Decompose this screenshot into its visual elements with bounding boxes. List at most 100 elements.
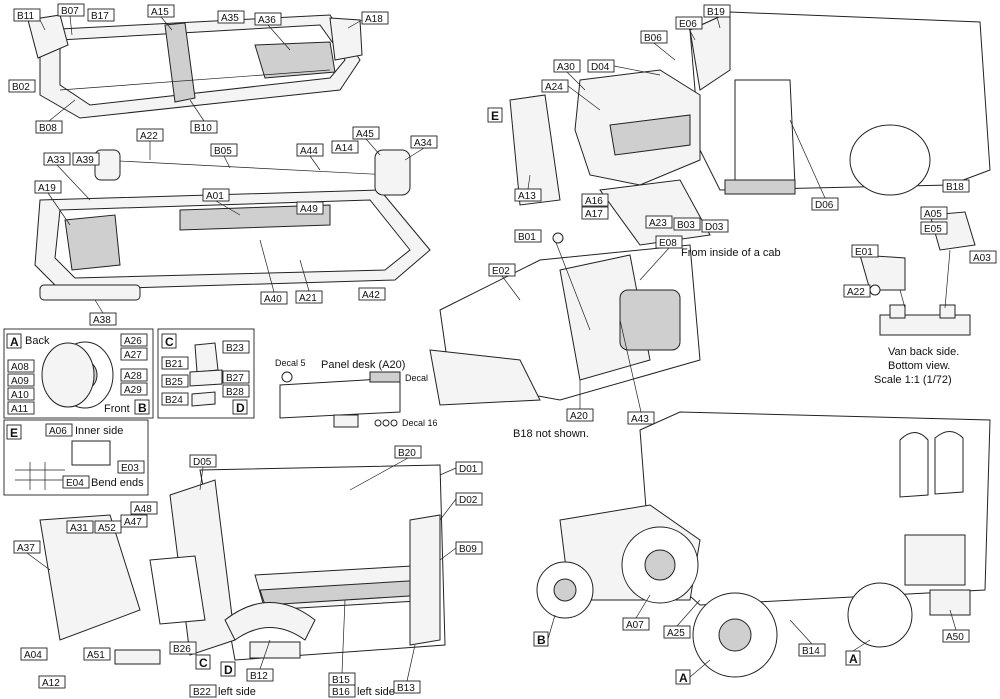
label-a38: A38 — [93, 315, 111, 326]
label-e02: E02 — [492, 266, 510, 277]
label-e01: E01 — [855, 247, 873, 258]
final-vehicle-drawing — [536, 411, 991, 678]
label-a21: A21 — [299, 293, 317, 304]
label-b11: B11 — [17, 11, 34, 22]
label-b15: B15 — [332, 675, 350, 686]
label-a22-van: A22 — [847, 287, 865, 298]
bend-ends-label: Bend ends — [91, 477, 144, 489]
label-d02: D02 — [459, 495, 478, 506]
van-back-labels: A05 E05 E01 A22 A03 Van back side. Botto… — [843, 206, 997, 386]
body-step-c: C — [199, 656, 208, 670]
decal-label: Decal — [405, 373, 428, 383]
label-a29: A29 — [124, 385, 142, 396]
label-a35: A35 — [221, 13, 239, 24]
cab-step-e: E — [491, 109, 499, 123]
label-a01: A01 — [206, 191, 224, 202]
label-d03: D03 — [705, 222, 724, 233]
body-step-d: D — [224, 663, 233, 677]
label-a28: A28 — [124, 371, 142, 382]
label-b17: B17 — [91, 11, 109, 22]
label-a15: A15 — [151, 7, 169, 18]
label-a42: A42 — [362, 290, 380, 301]
cab-inside-note: From inside of a cab — [681, 247, 781, 259]
label-b13: B13 — [397, 683, 415, 694]
van-back-drawing — [859, 211, 976, 336]
label-a50: A50 — [946, 632, 964, 643]
label-b02: B02 — [12, 82, 30, 93]
label-a25: A25 — [667, 628, 685, 639]
label-d06: D06 — [815, 200, 834, 211]
label-a36: A36 — [258, 15, 276, 26]
interior-labels: B01 E08 E02 A20 A43 From inside of a cab… — [488, 229, 781, 440]
label-a40: A40 — [264, 294, 282, 305]
label-a49: A49 — [300, 204, 318, 215]
panel-desk-drawing: Panel desk (A20) Decal 5 Decal Decal 16 — [275, 358, 438, 428]
label-a03: A03 — [973, 253, 991, 264]
label-a47: A47 — [124, 517, 142, 528]
label-e08: E08 — [659, 238, 677, 249]
inner-side-label: Inner side — [75, 425, 123, 437]
label-d01: D01 — [459, 464, 478, 475]
cab-labels: B19 E06 B06 D04 A30 A24 A13 A16 A17 A23 … — [487, 4, 970, 233]
label-e06: E06 — [679, 19, 697, 30]
chassis-assembly-drawing — [34, 149, 431, 301]
label-a18: A18 — [365, 14, 383, 25]
label-b18: B18 — [946, 182, 964, 193]
label-d04: D04 — [591, 62, 610, 73]
label-a30: A30 — [557, 62, 575, 73]
label-b27: B27 — [226, 373, 244, 384]
label-b19: B19 — [707, 7, 725, 18]
label-b10: B10 — [194, 123, 212, 134]
wheel-front-label: Front — [104, 403, 130, 415]
b18-not-shown-note: B18 not shown. — [513, 428, 589, 440]
label-a20: A20 — [570, 411, 588, 422]
label-a13: A13 — [518, 191, 536, 202]
label-b14: B14 — [802, 646, 820, 657]
body-assembly-drawing — [39, 464, 446, 665]
label-a37: A37 — [17, 543, 35, 554]
label-e04: E04 — [66, 478, 84, 489]
label-a43: A43 — [631, 414, 649, 425]
label-a09: A09 — [11, 376, 29, 387]
b22-left-side: left side — [218, 686, 256, 698]
label-e03: E03 — [121, 463, 139, 474]
label-a22: A22 — [140, 131, 158, 142]
final-letter-a1: A — [679, 671, 688, 685]
label-a31: A31 — [70, 523, 88, 534]
van-note-1: Van back side. — [888, 346, 959, 358]
label-b21: B21 — [165, 359, 183, 370]
b16-left-side: left side — [357, 686, 395, 698]
label-a14: A14 — [335, 143, 353, 154]
chassis-labels: A22 B05 A44 A45 A34 A33 A39 A19 A14 A01 … — [34, 126, 438, 326]
label-a06: A06 — [49, 426, 67, 437]
box-letter-b: B — [138, 401, 147, 415]
final-letter-b: B — [537, 633, 546, 647]
label-b01: B01 — [518, 232, 536, 243]
label-a48: A48 — [134, 504, 152, 515]
label-b05: B05 — [214, 146, 232, 157]
label-b22: B22 — [193, 687, 211, 698]
label-a07: A07 — [626, 620, 644, 631]
label-b26: B26 — [173, 644, 191, 655]
label-a12: A12 — [42, 678, 60, 689]
final-vehicle-labels: A07 A25 B14 A50 B A A — [533, 594, 970, 685]
label-d05: D05 — [193, 457, 212, 468]
label-a08: A08 — [11, 362, 29, 373]
van-note-3: Scale 1:1 (1/72) — [874, 374, 952, 386]
decal16-label: Decal 16 — [402, 418, 438, 428]
label-b20: B20 — [398, 448, 416, 459]
parts-detail-labels: A Back B Front C D E A08 A09 A10 A11 A26… — [6, 333, 250, 489]
box-letter-e: E — [10, 426, 18, 440]
label-b06: B06 — [644, 33, 662, 44]
label-a45: A45 — [356, 129, 374, 140]
decal5-label: Decal 5 — [275, 358, 306, 368]
label-b08: B08 — [39, 123, 57, 134]
panel-desk-title: Panel desk (A20) — [321, 359, 405, 371]
label-a19: A19 — [38, 183, 56, 194]
label-a34: A34 — [414, 138, 432, 149]
label-b23: B23 — [226, 343, 244, 354]
frame-assembly-drawing — [27, 14, 363, 119]
label-b09: B09 — [459, 544, 477, 555]
